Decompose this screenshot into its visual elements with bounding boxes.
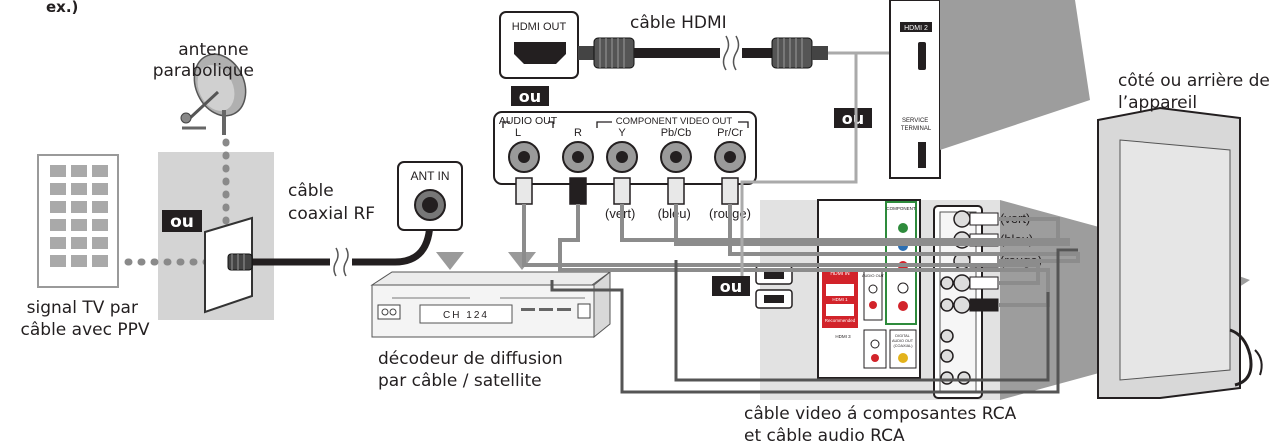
header-fragment: ex.) bbox=[46, 0, 78, 16]
or-badge-panel-text: ou bbox=[720, 277, 742, 296]
rca-cables bbox=[522, 204, 1080, 307]
tv-callout-beam-top bbox=[940, 0, 1090, 150]
tv-side-label: côté ou arrière de l’appareil bbox=[1118, 71, 1275, 113]
dish-label-line1: antenne bbox=[178, 40, 248, 60]
arrow-down-ant-icon bbox=[436, 252, 464, 270]
jack-y-label: Y bbox=[618, 127, 626, 139]
tv-hdmi-port-label: HDMI 2 bbox=[904, 25, 928, 32]
hdmi-out-label: HDMI OUT bbox=[512, 21, 567, 33]
panel-component-label: COMPONENT bbox=[886, 206, 916, 211]
coax-break-mark bbox=[333, 247, 349, 277]
or-badge-left: ou bbox=[162, 210, 202, 232]
or-badge-hdmi: ou bbox=[511, 86, 549, 106]
rca-plugs-icon bbox=[515, 177, 739, 205]
decoder-label-line2: par câble / satellite bbox=[378, 371, 542, 391]
panel-digital-label: DIGITAL AUDIO OUT (COAXIAL) bbox=[892, 334, 914, 348]
cable-source-line1: signal TV par bbox=[27, 298, 138, 318]
hdmi-port-icon bbox=[514, 42, 566, 64]
dish-antenna-icon bbox=[180, 53, 247, 135]
cable-source-line2: câble avec PPV bbox=[21, 320, 150, 340]
jack-r-label: R bbox=[574, 127, 582, 139]
cable-source-label: signal TV par câble avec PPV bbox=[21, 298, 150, 340]
tv-service-label: SERVICE TERMINAL bbox=[901, 118, 932, 132]
rca-cable-label-line2: et câble audio RCA bbox=[744, 426, 905, 446]
jack-pr-label: Pr/Cr bbox=[717, 127, 743, 139]
hdmi-plug-right-icon bbox=[771, 37, 828, 69]
tv-side-panel: HDMI 2 SERVICE TERMINAL bbox=[889, 0, 941, 179]
or-badge-hdmi-text: ou bbox=[519, 87, 541, 106]
coax-label-line1: câble bbox=[288, 181, 334, 201]
av-output-panel: AUDIO OUT COMPONENT VIDEO OUT L R Y Pb/C… bbox=[493, 111, 757, 185]
tv-terminal-board: HDMI IN HDMI 1 Recommended COMPONENT AUD… bbox=[817, 199, 921, 379]
ant-in-connector-icon bbox=[414, 189, 446, 221]
coax-plug-icon bbox=[227, 253, 253, 271]
hdmi-cable-label: câble HDMI bbox=[630, 13, 727, 33]
tv-hdmi-port-icon bbox=[918, 42, 926, 70]
ant-in-label: ANT IN bbox=[410, 169, 449, 183]
or-badge-tv: ou bbox=[834, 108, 872, 128]
decoder-box: CH 124 bbox=[370, 270, 612, 339]
or-badge-tv-text: ou bbox=[842, 109, 864, 128]
hdmi-cable-break-mark bbox=[722, 35, 740, 71]
decoder-label-line1: décodeur de diffusion bbox=[378, 349, 563, 369]
hdmi-out-box: HDMI OUT bbox=[499, 11, 579, 79]
dish-label: antenne parabolique bbox=[153, 40, 254, 81]
panel-audio-out-label: AUDIO OUT bbox=[862, 273, 885, 278]
or-badge-panel: ou bbox=[712, 276, 750, 296]
or-badge-left-text: ou bbox=[170, 212, 194, 232]
panel-hdmi3-label: HDMI 3 bbox=[835, 334, 851, 339]
jack-l-label: L bbox=[515, 127, 521, 139]
panel-hdmi1-label: HDMI 1 bbox=[832, 297, 848, 302]
hdmi-plug-left-icon bbox=[578, 37, 635, 69]
rca-cable-bundle bbox=[550, 248, 1078, 394]
tv-side-label-line2: l’appareil bbox=[1118, 93, 1197, 113]
coax-label: câble coaxial RF bbox=[288, 181, 375, 224]
dish-label-line2: parabolique bbox=[153, 61, 254, 81]
coax-label-line2: coaxial RF bbox=[288, 204, 375, 224]
panel-hdmi-in-label: HDMI IN bbox=[830, 271, 850, 277]
jack-pb-label: Pb/Cb bbox=[661, 127, 692, 139]
panel-recommended-label: Recommended bbox=[825, 318, 856, 323]
cable-building-icon bbox=[37, 154, 119, 288]
decoder-label: décodeur de diffusion par câble / satell… bbox=[378, 349, 568, 391]
rca-cable-label-line1: câble video á composantes RCA bbox=[744, 404, 1017, 424]
component-out-label: COMPONENT VIDEO OUT bbox=[616, 116, 733, 127]
rca-cable-label: câble video á composantes RCA et câble a… bbox=[744, 404, 1022, 446]
tv-monitor-icon bbox=[1097, 106, 1263, 399]
hdmi-gray-link bbox=[740, 53, 858, 276]
audio-out-label: AUDIO OUT bbox=[499, 115, 558, 127]
decoder-display-text: CH 124 bbox=[443, 310, 489, 321]
decoder-disc-icon bbox=[377, 304, 401, 320]
tv-side-label-line1: côté ou arrière de bbox=[1118, 71, 1270, 91]
